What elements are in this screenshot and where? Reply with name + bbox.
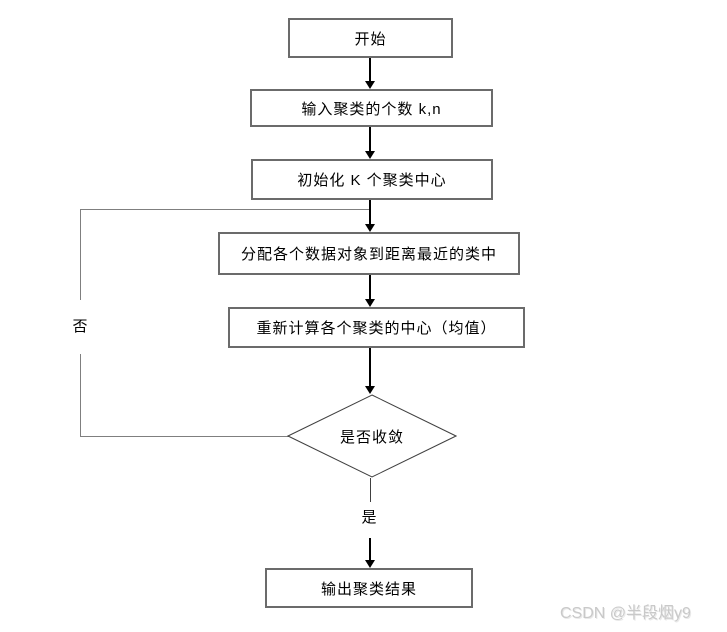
loop-line-left-vertical-lower xyxy=(80,354,81,436)
decision-bottom-stub-line xyxy=(370,478,371,502)
arrow-assign-to-recompute-head xyxy=(365,299,375,307)
arrow-init-to-assign-shaft xyxy=(369,200,371,224)
flow-node-decision: 是否收敛 xyxy=(339,428,404,446)
branch-label-yes: 是 xyxy=(358,508,380,528)
flow-node-init-label: 初始化 K 个聚类中心 xyxy=(297,172,447,189)
branch-label-no: 否 xyxy=(69,317,91,337)
arrow-start-to-input-head xyxy=(365,81,375,89)
loop-line-bottom-horizontal xyxy=(80,436,289,437)
arrow-input-to-init-shaft xyxy=(369,127,371,151)
flow-node-recompute-label: 重新计算各个聚类的中心（均值） xyxy=(256,320,497,337)
flow-node-start: 开始 xyxy=(288,18,453,58)
arrow-input-to-init-head xyxy=(365,151,375,159)
arrow-start-to-input-shaft xyxy=(369,58,371,81)
flow-node-input-label: 输入聚类的个数 k,n xyxy=(301,100,442,118)
arrow-init-to-assign-head xyxy=(365,224,375,232)
flow-node-input: 输入聚类的个数 k,n xyxy=(250,89,493,127)
flow-node-output: 输出聚类结果 xyxy=(265,568,473,608)
flow-node-output-label: 输出聚类结果 xyxy=(320,580,417,598)
arrow-recompute-to-decision-head xyxy=(365,386,375,394)
flow-node-init: 初始化 K 个聚类中心 xyxy=(251,159,493,200)
arrow-yes-to-output-head xyxy=(365,560,375,568)
loop-line-top-horizontal xyxy=(80,209,371,210)
loop-line-left-vertical-upper xyxy=(80,209,81,300)
flow-node-assign-label: 分配各个数据对象到距离最近的类中 xyxy=(240,246,497,263)
arrow-assign-to-recompute-shaft xyxy=(369,275,371,299)
flow-node-recompute: 重新计算各个聚类的中心（均值） xyxy=(228,307,525,348)
arrow-recompute-to-decision-shaft xyxy=(369,348,371,386)
arrow-yes-to-output-shaft xyxy=(369,538,371,560)
flow-node-start-label: 开始 xyxy=(354,30,387,48)
flow-node-assign: 分配各个数据对象到距离最近的类中 xyxy=(218,232,520,275)
decision-diamond-shape xyxy=(287,394,457,478)
watermark-text: CSDN @半段烟y9 xyxy=(560,605,691,622)
